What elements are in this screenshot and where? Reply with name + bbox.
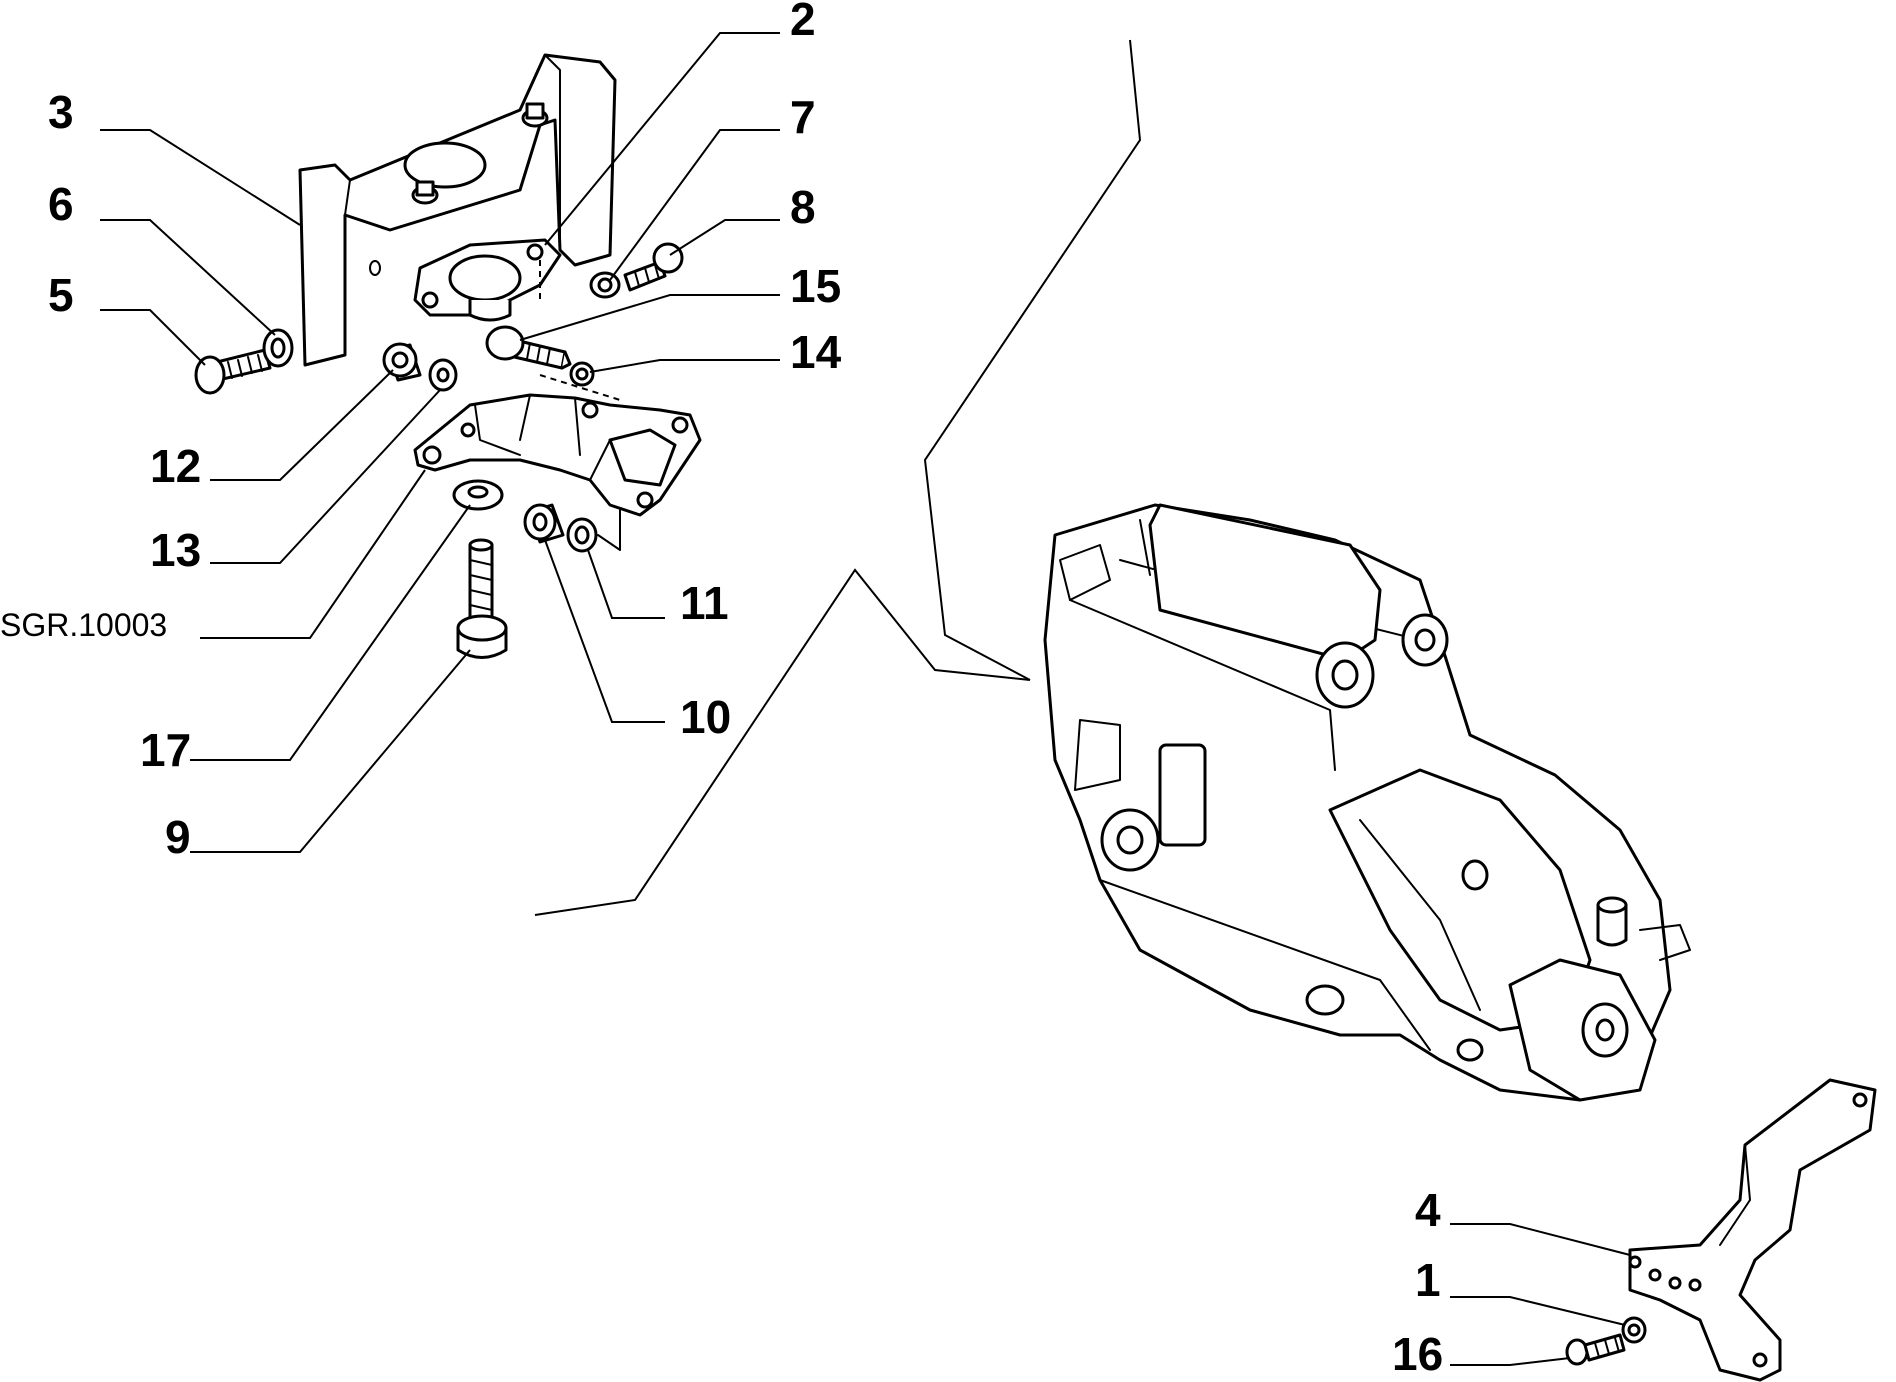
callout-4: 4 [1415,1184,1441,1236]
part-8-screw [623,242,684,292]
callout-16: 16 [1392,1328,1443,1380]
part-16-screw [1565,1333,1626,1366]
callout-12: 12 [150,440,201,492]
part-10-bushing [523,503,565,544]
engine-gearbox-assembly [1043,503,1691,1102]
callout-8: 8 [790,181,816,233]
callout-13: 13 [150,524,201,576]
part-2-mount-pad [413,238,562,322]
part-5-bolt [194,348,272,395]
leader-lines [100,32,1631,1366]
callout-10: 10 [680,691,731,743]
part-3-upper-bracket [298,53,617,367]
callout-14: 14 [790,326,842,378]
callout-17: 17 [140,724,191,776]
part-17-washer [452,479,504,511]
callout-3: 3 [48,86,74,138]
callout-6: 6 [48,178,74,230]
callout-labels: 3 6 5 2 7 8 15 14 12 13 SGR.10003 17 9 1… [0,0,1443,1380]
part-4-rear-bracket [1628,1078,1877,1382]
callout-15: 15 [790,260,841,312]
callout-11: 11 [680,577,729,629]
callout-5: 5 [48,269,74,321]
callout-9: 9 [165,811,191,863]
part-13-washer [428,358,458,392]
callout-1: 1 [1415,1254,1441,1306]
reference-code-label: SGR.10003 [0,607,167,643]
part-12-spacer [382,342,422,382]
lower-support-arm [413,374,702,517]
callout-2: 2 [790,0,816,45]
callout-7: 7 [790,91,816,143]
part-1-washer [1621,1316,1647,1344]
part-7-washer [589,271,621,299]
part-15-bolt [485,325,572,370]
part-6-washer [262,328,294,368]
part-14-washer [569,361,595,387]
part-11-washer [566,509,621,553]
part-9-bolt [456,538,508,659]
